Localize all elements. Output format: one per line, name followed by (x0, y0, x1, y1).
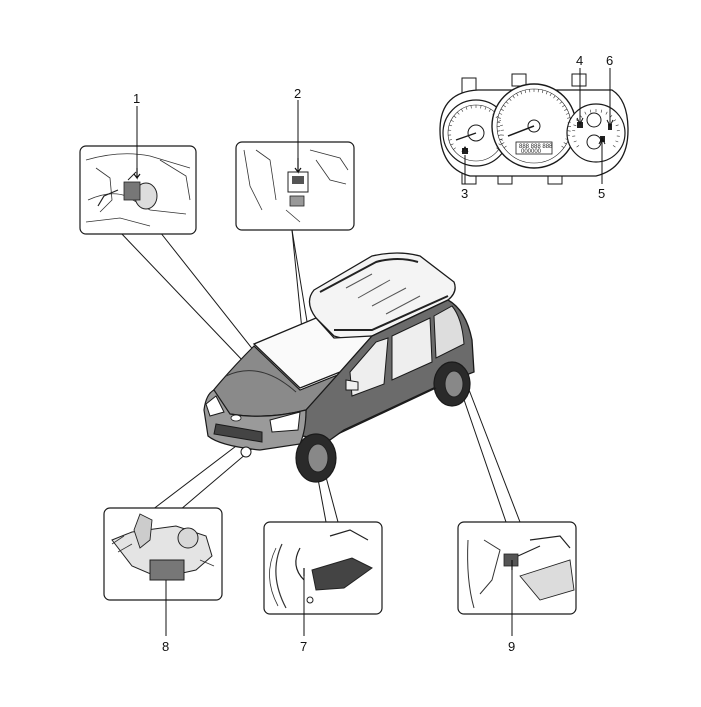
gauge-tick (503, 105, 506, 108)
detail-view-9 (457, 521, 577, 615)
gauge-tick (567, 117, 571, 119)
gauge-tick (470, 105, 472, 109)
gauge-tick (612, 145, 616, 148)
gauge-tick (509, 98, 512, 101)
arrow-1 (133, 168, 141, 180)
gauge-tick (615, 140, 619, 143)
gauge-tick (516, 93, 519, 97)
detail-view-8 (103, 507, 223, 601)
gauge-tick (498, 120, 502, 122)
detail-view-2 (235, 141, 355, 231)
gauge-tick (564, 108, 568, 111)
gauge-tick (549, 93, 552, 97)
gauge-tick (496, 147, 499, 150)
callout-5: 5 (598, 186, 605, 201)
gauge-tick (505, 101, 509, 104)
gauge-tick (562, 105, 565, 108)
gauge-tick (484, 106, 487, 110)
gauge-tick (561, 145, 565, 148)
detail-view-7 (263, 521, 383, 615)
callout-9: 9 (508, 639, 515, 654)
gauge-tick (605, 111, 608, 115)
gauge-tick (448, 139, 452, 141)
gauge-tick (566, 134, 570, 136)
gauge-tick (480, 105, 482, 109)
callout-2: 2 (294, 86, 301, 101)
gauge-tick (559, 101, 563, 104)
gauge-tick (524, 90, 527, 94)
gauge-tick (615, 124, 619, 127)
gauge-tick (488, 108, 491, 112)
gauge-tick (563, 142, 567, 145)
gauge-tick (495, 115, 499, 119)
gauge-tick (503, 145, 507, 148)
callout-8: 8 (162, 639, 169, 654)
car-side-window-rear (391, 317, 433, 381)
gauge-tick (565, 113, 569, 115)
gauge-tick (499, 124, 503, 127)
callout-6: 6 (606, 53, 613, 68)
gauge-tick (500, 108, 504, 111)
gauge-tick (613, 119, 617, 122)
callout-7: 7 (300, 639, 307, 654)
callout-3: 3 (461, 186, 468, 201)
gauge-tick (465, 106, 468, 110)
gauge-tick (497, 117, 501, 119)
indicator-3 (462, 148, 468, 154)
detail-view-1 (79, 145, 197, 235)
gauge-tick (541, 90, 544, 94)
gauge-tick (453, 147, 456, 150)
gauge-tick (450, 143, 454, 146)
gauge-tick (565, 138, 569, 141)
gauge-tick (450, 120, 454, 122)
callout-1: 1 (133, 91, 140, 106)
gauge-tick (512, 95, 515, 99)
callout-4: 4 (576, 53, 583, 68)
cluster-trip-readout: 888 888 888 (519, 144, 553, 150)
gauge-tick (457, 111, 460, 115)
fuel-temp-gauge (566, 103, 626, 163)
gauge-tick (453, 115, 457, 119)
gauge-tick (449, 124, 453, 127)
gauge-tick (573, 124, 577, 127)
gauge-tick (498, 143, 502, 146)
gauge-tick (584, 111, 587, 115)
cluster-odometer: 000000 (521, 149, 542, 155)
arrow-2 (294, 158, 302, 174)
gauge-tick (589, 109, 592, 113)
gauge-tick (501, 142, 505, 145)
gauge-tick (600, 109, 603, 113)
gauge-tick (576, 145, 580, 148)
gauge-tick (499, 113, 503, 115)
gauge-tick (498, 134, 502, 136)
car-side-window-front (349, 337, 389, 397)
gauge-tick (556, 98, 559, 101)
gauge-tick (499, 138, 503, 141)
vehicle-illustration (203, 252, 475, 483)
gauge-tick (573, 140, 577, 143)
gauge-tick (520, 91, 523, 95)
gauge-tick (492, 111, 495, 115)
cluster-callout-lines (461, 68, 614, 184)
gauge-tick (553, 95, 556, 99)
gauge-tick (461, 108, 464, 112)
gauge-tick (545, 91, 548, 95)
